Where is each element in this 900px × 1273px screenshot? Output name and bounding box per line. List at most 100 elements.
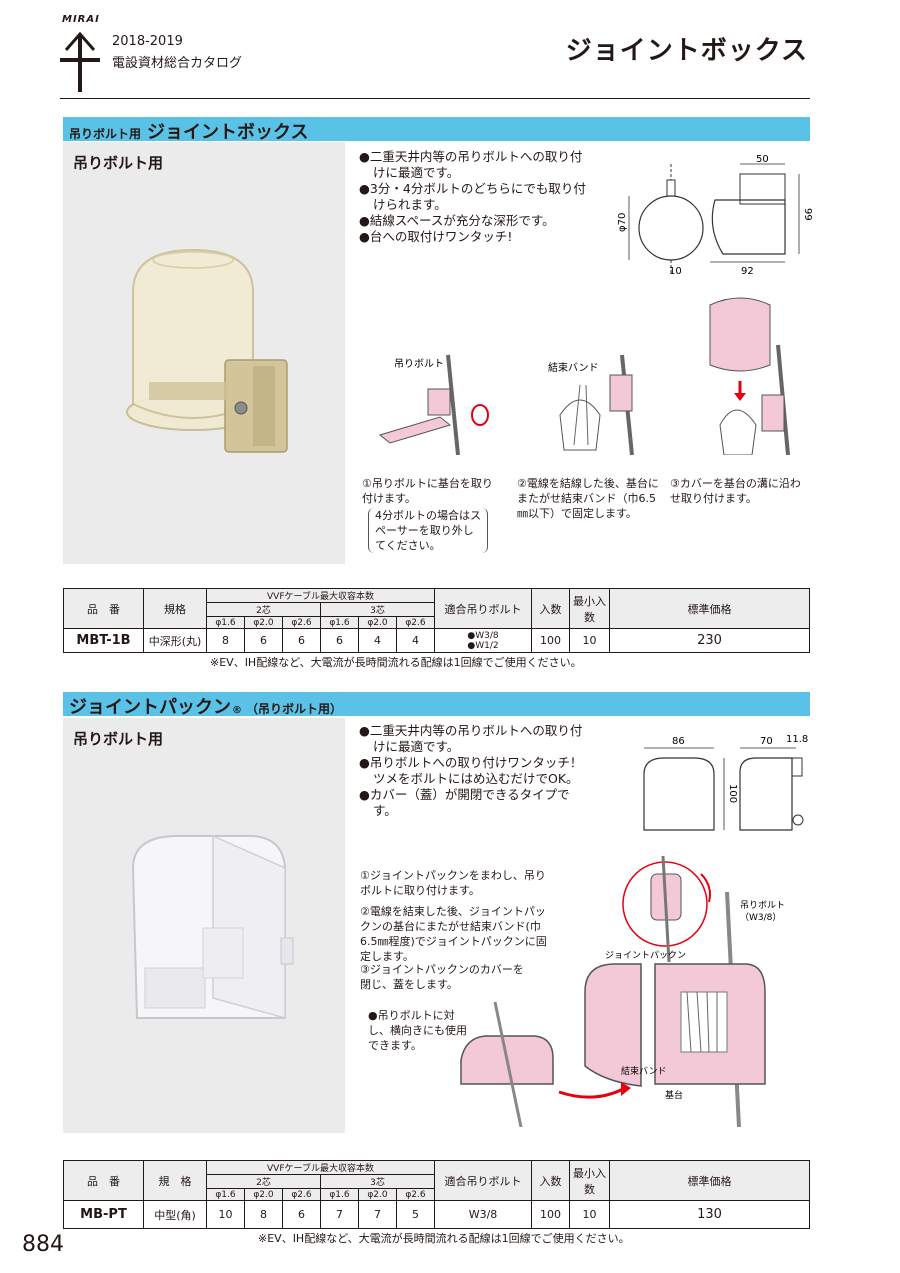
th-minqty: 最小入数 [569, 1160, 610, 1201]
th-two-core: 2芯 [206, 1174, 321, 1189]
th-size: φ2.0 [358, 616, 397, 629]
feature-item: ●台への取付けワンタッチ! [359, 229, 513, 244]
dim-bottom-width: 92 [741, 266, 754, 277]
section2-features: ●二重天井内等の吊りボルトへの取り付けに最適です。 ●吊りボルトへの取り付けワン… [359, 723, 591, 819]
th-size: φ1.6 [206, 1188, 245, 1201]
th-part: 品 番 [63, 588, 144, 629]
catalog-year: 2018-2019 [112, 34, 183, 49]
feature-item: ●二重天井内等の吊りボルトへの取り付けに最適です。 [359, 723, 583, 754]
mirai-logo: MIRAI [58, 14, 118, 94]
feature-item: ●カバー（蓋）が開閉できるタイプです。 [359, 787, 570, 818]
cell-price: 230 [609, 628, 810, 653]
th-three-core: 3芯 [320, 602, 435, 617]
callout-bolt: 吊りボルト [394, 358, 444, 370]
th-bolt: 適合吊りボルト [434, 1160, 532, 1201]
th-vvf: VVFケーブル最大収容本数 [206, 1160, 435, 1175]
th-qty: 入数 [531, 588, 570, 629]
section2-band: ジョイントパックン ® （吊りボルト用） [63, 692, 810, 718]
th-size: φ1.6 [320, 616, 359, 629]
bolt-w12: ●W1/2 [467, 640, 499, 651]
callout-base: 基台 [665, 1089, 683, 1101]
cell-count: 5 [396, 1200, 435, 1229]
section2-step-3: ③ジョイントパックンのカバーを閉じ、蓋をします。 [360, 963, 524, 991]
section1-photo-panel: 吊りボルト用 [63, 142, 345, 564]
feature-item: ●3分・4分ボルトのどちらにでも取り付けられます。 [359, 181, 586, 212]
th-size: φ2.0 [244, 616, 283, 629]
section2-photo-panel: 吊りボルト用 [63, 718, 345, 1133]
cell-minqty: 10 [569, 628, 610, 653]
table-row: MBT-1B 中深形(丸) 8 6 6 6 4 4 ●W3/8●W1/2 100… [63, 628, 810, 653]
th-three-core: 3芯 [320, 1174, 435, 1189]
th-vvf: VVFケーブル最大収容本数 [206, 588, 435, 603]
dim-depth: 70 [760, 736, 773, 747]
dim-width-top: 50 [756, 154, 769, 165]
cell-spec: 中型(角) [143, 1200, 207, 1229]
feature-item: ●吊りボルトへの取り付けワンタッチ！ツメをボルトにはめ込むだけでOK。 [359, 755, 583, 786]
th-qty: 入数 [531, 1160, 570, 1201]
cell-count: 8 [244, 1200, 283, 1229]
th-size: φ2.6 [396, 1188, 435, 1201]
feature-item: ●結線スペースが充分な深形です。 [359, 213, 555, 228]
dim-height: 99 [802, 208, 813, 221]
section1-band-small: 吊りボルト用 [69, 127, 142, 141]
registered-mark: ® [232, 705, 242, 716]
cell-price: 130 [609, 1200, 810, 1229]
section1-features: ●二重天井内等の吊りボルトへの取り付けに最適です。 ●3分・4分ボルトのどちらに… [359, 149, 589, 245]
cell-part: MB-PT [63, 1200, 144, 1229]
th-minqty: 最小入数 [569, 588, 610, 629]
logo-mark-icon [60, 31, 100, 92]
th-size: φ1.6 [320, 1188, 359, 1201]
cell-bolt: W3/8 [434, 1200, 532, 1229]
cell-count: 4 [396, 628, 435, 653]
dim-tab: 11.8 [786, 734, 808, 745]
cell-count: 6 [244, 628, 283, 653]
th-spec: 規 格 [143, 1160, 207, 1201]
dim-diameter: φ70 [617, 213, 628, 232]
section1-install-diagram: 吊りボルト 結束バンド [378, 297, 790, 455]
cell-count: 7 [358, 1200, 397, 1229]
callout-bolt-size: （W3/8） [740, 912, 781, 923]
section1-bolt-note: 4分ボルトの場合はスペーサーを取り外してください。 [368, 508, 488, 553]
cell-count: 8 [206, 628, 245, 653]
cell-minqty: 10 [569, 1200, 610, 1229]
section1-spec-table: 品 番 規格 VVFケーブル最大収容本数 適合吊りボルト 入数 最小入数 標準価… [63, 588, 810, 653]
cell-count: 6 [282, 628, 321, 653]
bolt-w38: ●W3/8 [467, 630, 499, 641]
section1-footnote: ※EV、IH配線など、大電流が長時間流れる配線は1回線でご使用ください。 [210, 656, 582, 669]
section2-step-1: ①ジョイントパックンをまわし、吊りボルトに取り付けます。 [360, 869, 546, 897]
callout-bolt: 吊りボルト [740, 900, 785, 911]
section1-step-1: ①吊りボルトに基台を取り付けます。 [362, 477, 493, 505]
joint-box-photo [126, 248, 288, 453]
page-title: ジョイントボックス [565, 36, 808, 66]
feature-item: ●二重天井内等の吊りボルトへの取り付けに最適です。 [359, 149, 583, 180]
th-size: φ2.6 [282, 1188, 321, 1201]
section1-band: 吊りボルト用 ジョイントボックス [63, 117, 810, 143]
th-size: φ2.0 [244, 1188, 283, 1201]
dim-width: 86 [672, 736, 685, 747]
th-part: 品 番 [63, 1160, 144, 1201]
joint-packun-photo [131, 834, 294, 1019]
section2-footnote: ※EV、IH配線など、大電流が長時間流れる配線は1回線でご使用ください。 [258, 1232, 630, 1245]
section2-dimension-drawing: 86 100 70 11.8 [643, 734, 808, 831]
cell-part: MBT-1B [63, 628, 144, 653]
cell-qty: 100 [531, 628, 570, 653]
section1-step-3: ③カバーを基台の溝に沿わせ取り付けます。 [670, 477, 801, 505]
section2-band-small: （吊りボルト用） [246, 702, 343, 716]
cell-count: 4 [358, 628, 397, 653]
logo-text: MIRAI [62, 14, 100, 25]
section2-band-title: ジョイントパックン [69, 697, 231, 718]
callout-band: 結束バンド [621, 1065, 666, 1077]
cell-spec: 中深形(丸) [143, 628, 207, 653]
table-row: MB-PT 中型(角) 10 8 6 7 7 5 W3/8 100 10 130 [63, 1200, 810, 1229]
th-size: φ2.0 [358, 1188, 397, 1201]
th-spec: 規格 [143, 588, 207, 629]
section2-step-2: ②電線を結束した後、ジョイントパックンの基台にまたがせ結束バンド(巾6.5㎜程度… [360, 905, 547, 963]
th-bolt: 適合吊りボルト [434, 588, 532, 629]
cell-count: 6 [282, 1200, 321, 1229]
section1-step-2: ②電線を結線した後、基台にまたがせ結束バンド（巾6.5㎜以下）で固定します。 [517, 477, 659, 520]
page-number: 884 [22, 1232, 64, 1257]
cell-count: 7 [320, 1200, 359, 1229]
callout-band: 結束バンド [548, 361, 599, 374]
section2-install-diagram: 吊りボルト （W3/8） ジョイントパックン 結束バンド 基台 [460, 855, 785, 1127]
th-price: 標準価格 [609, 1160, 810, 1201]
